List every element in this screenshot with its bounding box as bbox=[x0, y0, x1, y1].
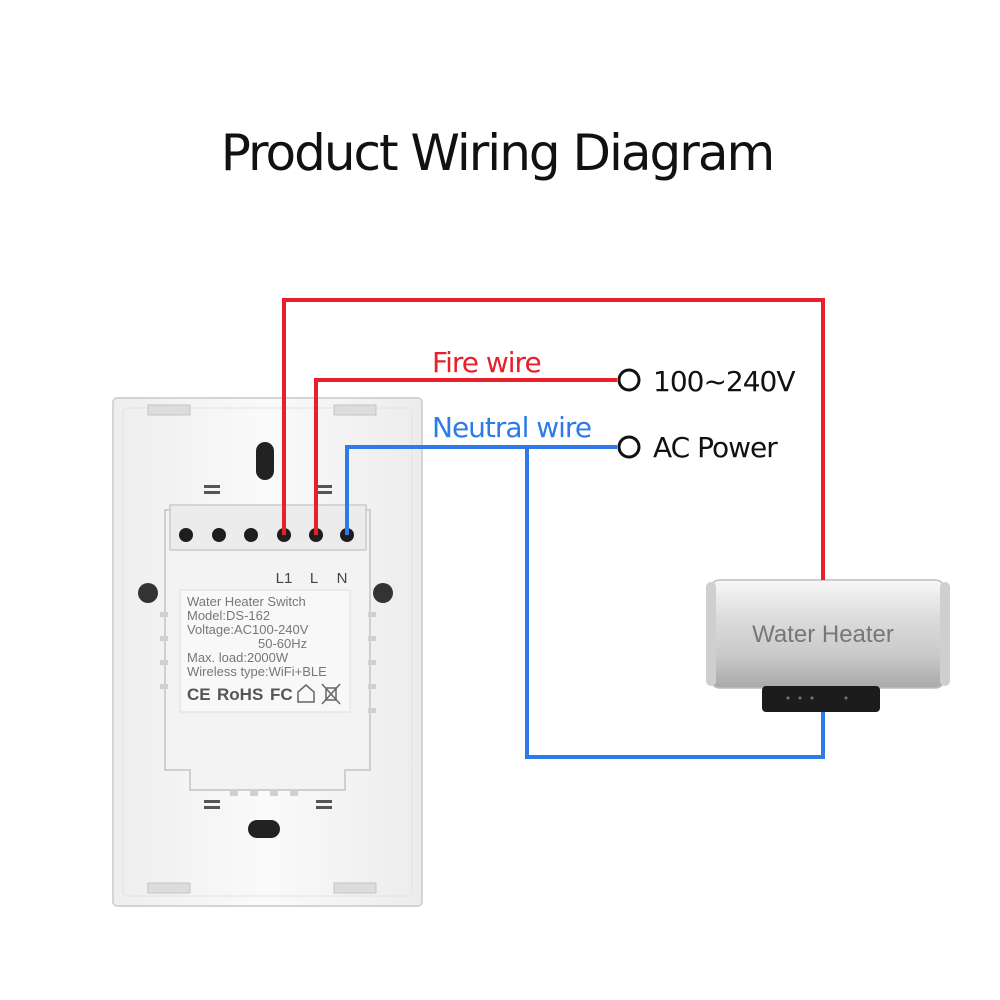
heater-label: Water Heater bbox=[752, 621, 894, 648]
heater-control-panel bbox=[762, 686, 880, 712]
page-title: Product Wiring Diagram bbox=[221, 124, 773, 182]
wires bbox=[282, 298, 825, 759]
sticker-frequency: 50-60Hz bbox=[258, 636, 307, 651]
sticker-model: Model:DS-162 bbox=[187, 608, 270, 623]
house-icon bbox=[297, 684, 315, 703]
water-heater: Water Heater bbox=[706, 579, 950, 712]
sticker-max-load: Max. load:2000W bbox=[187, 650, 289, 665]
ac-power-label: AC Power bbox=[653, 431, 778, 464]
ce-mark: CE bbox=[187, 685, 211, 704]
sticker-voltage: Voltage:AC100-240V bbox=[187, 622, 309, 637]
fc-mark: FC bbox=[270, 685, 293, 704]
sticker-name: Water Heater Switch bbox=[187, 594, 306, 609]
mount-slot-bottom bbox=[248, 820, 280, 838]
terminal-l1-label: L1 bbox=[276, 570, 293, 587]
fire-wire-load bbox=[282, 298, 825, 580]
terminal-l-label: L bbox=[310, 570, 318, 587]
neutral-wire-label: Neutral wire bbox=[432, 411, 591, 444]
voltage-label: 100~240V bbox=[653, 365, 795, 398]
weee-bin-icon bbox=[321, 683, 341, 705]
rohs-mark: RoHS bbox=[217, 685, 263, 704]
mount-slot-top bbox=[256, 442, 274, 480]
product-sticker: Water Heater Switch Model:DS-162 Voltage… bbox=[179, 589, 351, 713]
terminal-ac-power-circle bbox=[617, 435, 641, 459]
terminal-voltage-circle bbox=[617, 368, 641, 392]
terminal-n-label: N bbox=[337, 570, 348, 587]
fire-wire-label: Fire wire bbox=[432, 346, 541, 379]
fire-wire-supply bbox=[314, 378, 617, 535]
sticker-wireless: Wireless type:WiFi+BLE bbox=[187, 664, 327, 679]
neutral-wire-load bbox=[525, 447, 825, 759]
